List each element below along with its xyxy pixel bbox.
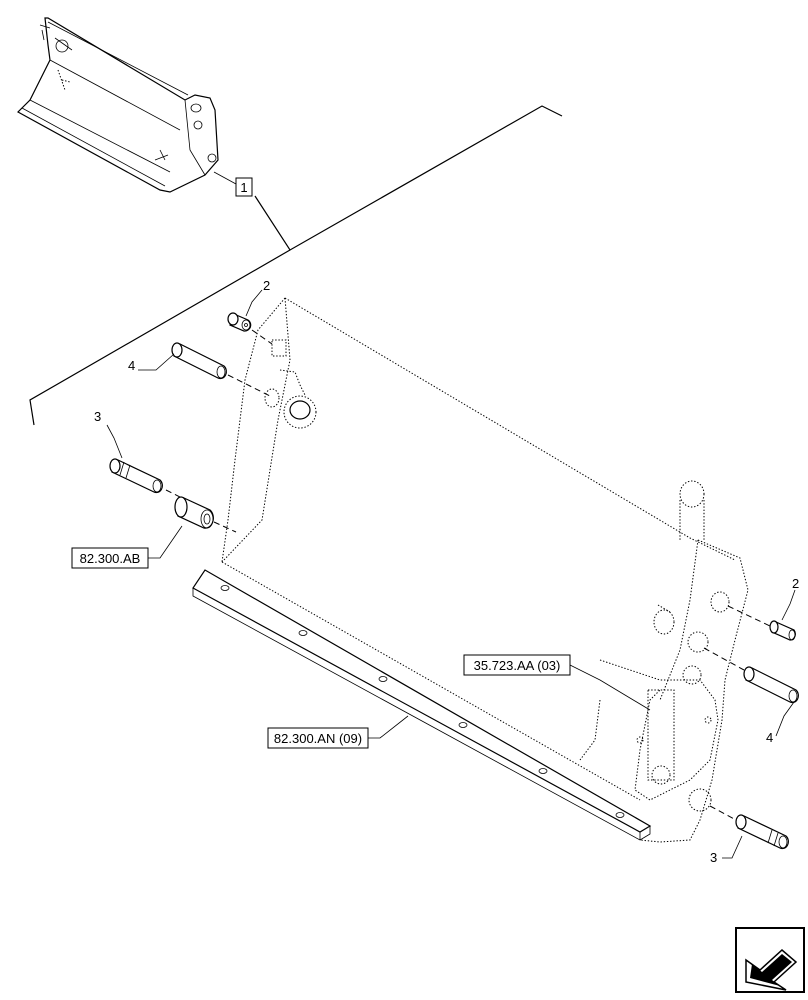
callout-1: 1	[240, 180, 247, 195]
callout-3-left: 3	[94, 409, 101, 424]
pin-2-right	[769, 620, 796, 641]
bucket-main	[192, 297, 749, 843]
pin-4-right	[743, 666, 799, 704]
callout-4-right: 4	[766, 730, 773, 745]
pin-3-right	[735, 814, 789, 850]
callout-2-left: 2	[263, 278, 270, 293]
pin-2-left	[227, 312, 252, 332]
callout-box-82-300-ab	[71, 547, 149, 569]
callout-3-right: 3	[710, 850, 717, 865]
callout-82-300-an: 82.300.AN (09)	[274, 731, 362, 746]
next-page-arrow-icon[interactable]	[735, 927, 805, 993]
pin-3-left	[109, 458, 163, 494]
callout-box-35-723-aa	[463, 654, 571, 676]
callout-35-723-aa: 35.723.AA (03)	[474, 658, 561, 673]
callout-box-1	[235, 177, 253, 197]
bucket-thumbnail	[17, 17, 219, 193]
bushing	[174, 496, 214, 529]
callout-4-left: 4	[128, 358, 135, 373]
callout-2-right: 2	[792, 576, 799, 591]
callout-82-300-ab: 82.300.AB	[80, 551, 141, 566]
callout-box-82-300-an	[267, 727, 369, 749]
pin-4-left	[171, 342, 227, 380]
